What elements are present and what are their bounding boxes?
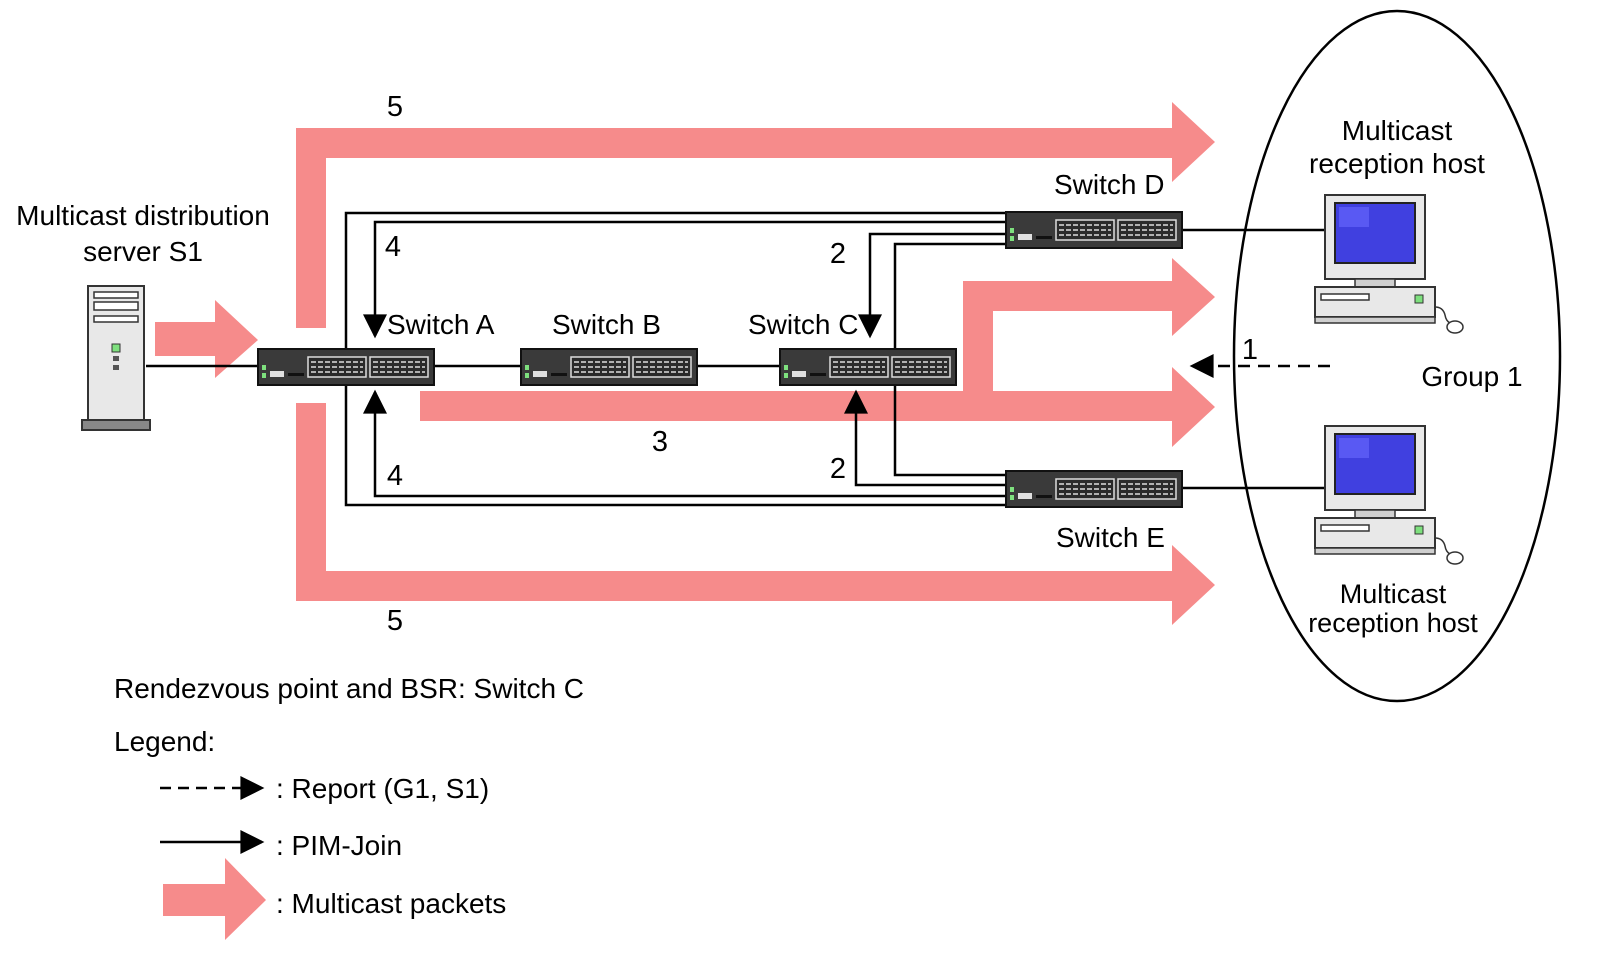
- pim-join-2-top: [858, 232, 1006, 339]
- switch-e-label: Switch E: [1056, 522, 1165, 553]
- server-icon: [81, 285, 151, 431]
- group-label: Group 1: [1421, 361, 1522, 392]
- rendezvous-note: Rendezvous point and BSR: Switch C: [114, 673, 584, 704]
- legend-report: : Report (G1, S1): [160, 773, 489, 804]
- step-3-label: 3: [652, 426, 668, 458]
- legend-packet-arrow-icon: [163, 858, 266, 940]
- host-top-label-line1: Multicast: [1342, 115, 1453, 146]
- step-4-bottom-label: 4: [387, 460, 403, 492]
- packet-arrow-top: [296, 102, 1215, 328]
- packet-arrow-bottom: [296, 403, 1215, 625]
- legend-report-label: : Report (G1, S1): [276, 773, 489, 804]
- links: [146, 211, 1325, 507]
- packet-arrows: [155, 102, 1215, 625]
- step-2-bottom-label: 2: [830, 453, 846, 485]
- switch-a-label: Switch A: [387, 309, 495, 340]
- legend-packets-label: : Multicast packets: [276, 888, 506, 919]
- step-1-label: 1: [1242, 334, 1258, 366]
- pim-join-2-bottom: [844, 389, 1006, 487]
- step-5-bottom-label: 5: [387, 605, 403, 637]
- step-5-top-label: 5: [387, 91, 403, 123]
- server-label-line2: server S1: [83, 236, 203, 267]
- legend-pim-join-label: : PIM-Join: [276, 830, 402, 861]
- legend-title: Legend:: [114, 726, 215, 757]
- switch-c-label: Switch C: [748, 309, 858, 340]
- legend-packets: : Multicast packets: [163, 858, 506, 940]
- host-bottom-label-line1: Multicast: [1340, 579, 1447, 609]
- switch-b-label: Switch B: [552, 309, 661, 340]
- step-2-top-label: 2: [830, 238, 846, 270]
- pim-join-4-top: [363, 220, 1006, 339]
- switch-d-icon: [1005, 211, 1183, 249]
- switch-e-icon: [1005, 470, 1183, 508]
- host-bottom-label-line2: reception host: [1308, 608, 1478, 638]
- switch-d-label: Switch D: [1054, 169, 1164, 200]
- group-ellipse: [1232, 9, 1562, 703]
- switch-a-icon: [257, 348, 435, 386]
- pim-join-arrows: [363, 220, 1006, 498]
- step-4-top-label: 4: [385, 231, 401, 263]
- packet-arrow-server: [155, 300, 258, 378]
- pim-join-4-bottom: [363, 389, 1006, 498]
- server-label-line1: Multicast distribution: [16, 200, 270, 231]
- pc-bottom-icon: [1314, 425, 1464, 565]
- host-top-label-line2: reception host: [1309, 148, 1485, 179]
- switch-c-icon: [779, 348, 957, 386]
- switch-b-icon: [520, 348, 698, 386]
- legend-pim-join: : PIM-Join: [160, 830, 402, 861]
- packet-arrow-3: [420, 258, 1215, 447]
- pc-top-icon: [1314, 194, 1464, 334]
